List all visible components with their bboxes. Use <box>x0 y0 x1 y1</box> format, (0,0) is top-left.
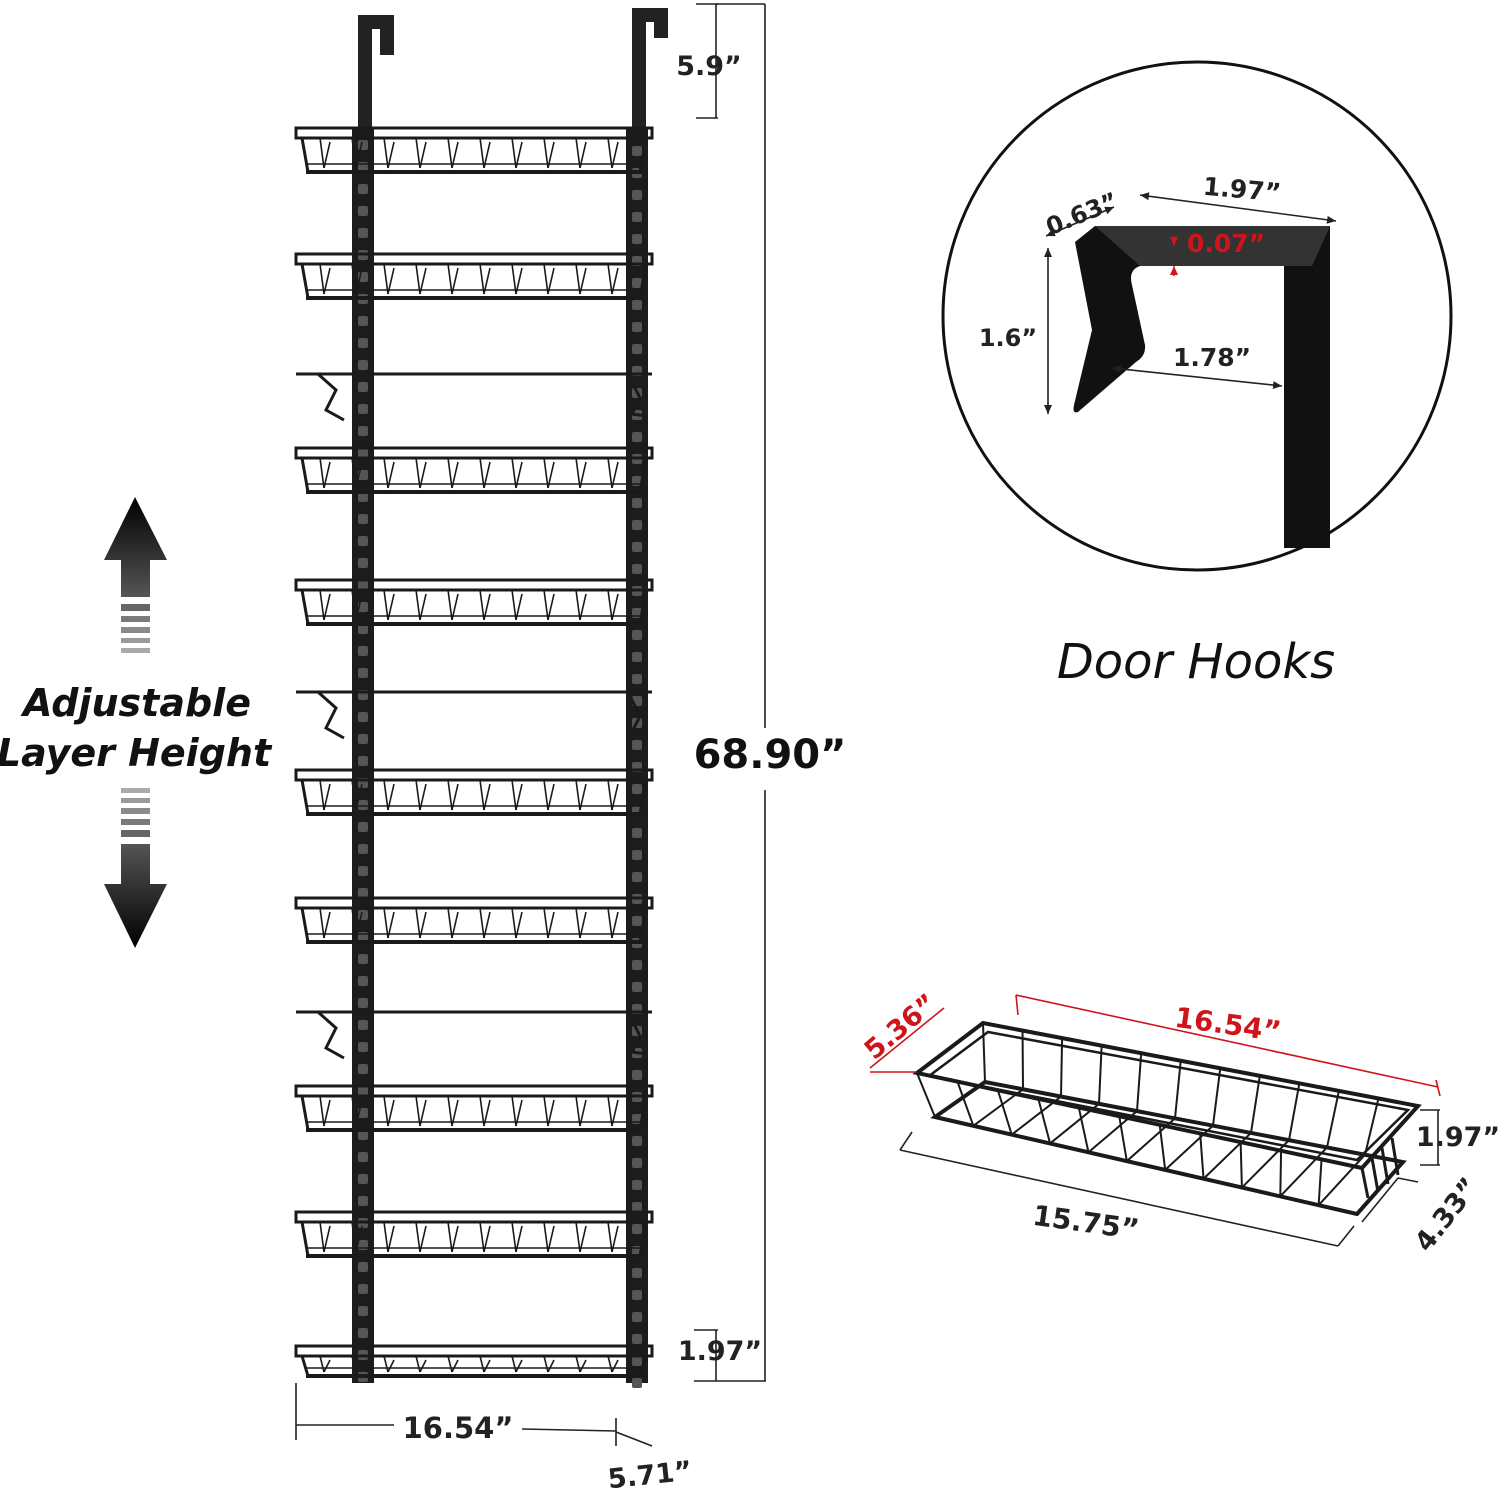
rack-bar-shelf <box>296 690 652 740</box>
rack-top-hook-right <box>632 8 668 133</box>
rack-bar-shelf <box>296 1010 652 1060</box>
rack-basket <box>294 1344 654 1378</box>
rack-basket <box>294 446 654 494</box>
rack-basket <box>294 768 654 816</box>
adjust-up-arrow <box>104 497 167 653</box>
rack-dim-total-height: 68.90” <box>694 732 847 778</box>
hook-dim-thickness: 0.07” <box>1187 229 1265 258</box>
basket-dim-bottom-length: 15.75” <box>1031 1199 1142 1247</box>
hook-dim-width: 1.97” <box>1202 172 1282 208</box>
basket-detail <box>912 1020 1422 1217</box>
rack-dim-top-hook: 5.9” <box>676 51 742 82</box>
basket-dim-bottom-depth: 4.33” <box>1409 1172 1485 1258</box>
rack-dim-width: 16.54” <box>403 1411 514 1445</box>
basket-dim-height: 1.97” <box>1416 1122 1500 1153</box>
rack-basket <box>294 1210 654 1258</box>
rack-left-upright <box>352 128 374 1383</box>
door-hook-detail <box>941 60 1453 572</box>
rack-basket <box>294 252 654 300</box>
rack-dim-basket-height: 1.97” <box>678 1336 762 1367</box>
hook-dim-inner: 1.78” <box>1173 343 1251 372</box>
basket-dim-top-depth: 5.36” <box>859 988 944 1066</box>
door-rack <box>294 8 668 1388</box>
rack-dim-depth: 5.71” <box>606 1456 693 1494</box>
door-hooks-title: Door Hooks <box>1057 634 1335 690</box>
rack-right-upright <box>626 128 648 1383</box>
adjustable-label-line2: Layer Height <box>0 731 273 775</box>
adjustable-label-line1: Adjustable <box>20 681 251 725</box>
basket-dimension-lines <box>869 994 1441 1247</box>
rack-dimension-lines <box>295 3 766 1447</box>
rack-basket <box>294 1084 654 1132</box>
basket-dim-top-length: 16.54” <box>1173 1001 1284 1049</box>
adjust-down-arrow <box>104 788 167 948</box>
rack-bar-shelf <box>296 372 652 422</box>
rack-basket <box>294 126 654 174</box>
rack-basket <box>294 896 654 944</box>
hook-dim-height: 1.6” <box>979 324 1037 352</box>
rack-top-hook-left <box>358 15 394 135</box>
rack-basket <box>294 578 654 626</box>
